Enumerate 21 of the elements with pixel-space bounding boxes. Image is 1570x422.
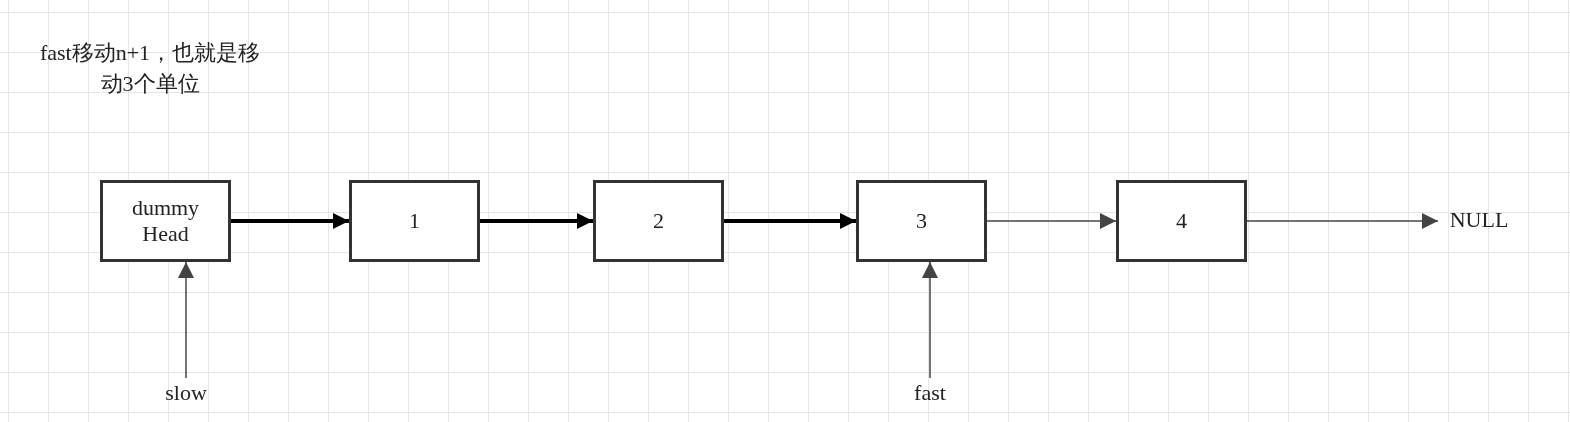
arrow [1246, 213, 1439, 229]
arrow [986, 213, 1117, 229]
pointer-label: NULL [1438, 205, 1520, 235]
arrow [922, 261, 938, 379]
node-label: 4 [1176, 207, 1187, 235]
list-node-box [593, 180, 724, 262]
node-label: 2 [653, 207, 664, 235]
node-label: 1 [409, 207, 420, 235]
arrow [231, 213, 349, 229]
arrow [178, 261, 194, 379]
note-text: fast移动n+1，也就是移动3个单位 [38, 39, 262, 98]
list-node-box [1116, 180, 1247, 262]
list-node-box [100, 180, 231, 262]
list-node-box [349, 180, 480, 262]
node-label: dummy Head [130, 194, 201, 248]
node-label: 3 [916, 207, 927, 235]
arrow [724, 213, 856, 229]
arrow [480, 213, 593, 229]
pointer-label: fast [904, 378, 956, 408]
pointer-label: slow [155, 378, 217, 408]
list-node-box [856, 180, 987, 262]
